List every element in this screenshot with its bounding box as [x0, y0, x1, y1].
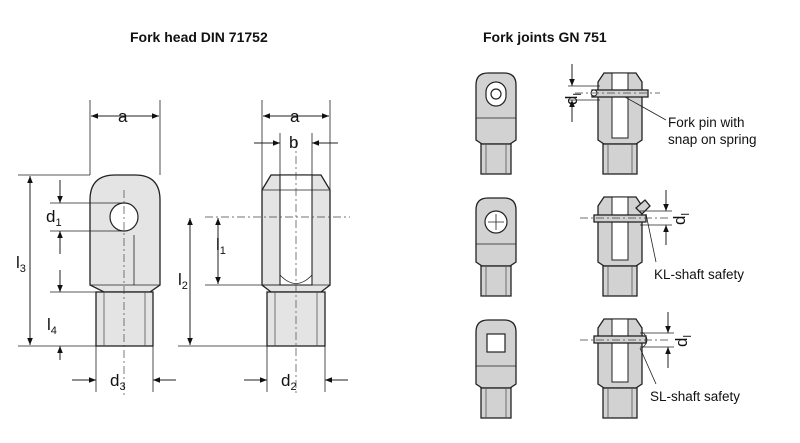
fork-joint-side-3	[580, 318, 670, 419]
dim-dl-1-letter: d	[562, 96, 581, 105]
fork-pin-note-line1: Fork pin with	[668, 115, 745, 130]
dim-l2-sub: 2	[182, 280, 188, 292]
fork-joint-front-2	[475, 197, 517, 297]
dimension-a-left: a	[89, 100, 161, 175]
dim-l4-letter: l	[47, 315, 51, 334]
fork-joints-title: Fork joints GN 751	[483, 29, 607, 45]
dim-l4-label: l4	[47, 315, 57, 337]
dimension-l3: l3	[16, 174, 96, 347]
dim-dl-3-label: dl	[672, 335, 694, 347]
dim-l1-letter: l	[216, 235, 220, 254]
fork-pin-note-line2: snap on spring	[668, 132, 757, 147]
dim-dl-1-sub: l	[572, 93, 584, 95]
dim-d1-sub: 1	[55, 217, 61, 229]
fork-joint-side-1	[575, 72, 660, 175]
sl-shaft-note: SL-shaft safety	[650, 389, 740, 404]
dim-d3-label: d3	[110, 371, 126, 393]
dim-d2-label: d2	[281, 371, 297, 393]
dim-d3-letter: d	[110, 371, 119, 390]
dim-dl-3-letter: d	[672, 338, 691, 347]
fork-head-side-view	[205, 140, 350, 395]
callout-kl-shaft: KL-shaft safety	[645, 213, 744, 282]
dim-a-left-label: a	[118, 107, 128, 126]
fork-joint-side-2	[580, 196, 668, 297]
dim-l3-label: l3	[16, 253, 26, 275]
dim-l1-sub: 1	[220, 245, 226, 257]
dimension-dl-2: dl	[640, 190, 692, 245]
dim-dl-2-letter: d	[670, 216, 689, 225]
fork-joint-front-3	[475, 319, 517, 419]
dim-dl-3-sub: l	[682, 335, 694, 337]
dimension-dl-3: dl	[640, 312, 694, 368]
callout-sl-shaft: SL-shaft safety	[639, 347, 740, 404]
dim-l2-letter: l	[178, 270, 182, 289]
dimension-l1: l1	[205, 218, 280, 286]
callout-fork-pin: Fork pin with snap on spring	[624, 96, 757, 147]
dim-d1-letter: d	[46, 207, 55, 226]
dim-d2-sub: 2	[290, 381, 296, 393]
dim-d1-label: d1	[46, 207, 62, 229]
dimension-d3: d3	[72, 346, 176, 393]
dimension-d1: d1	[46, 180, 124, 254]
dim-l1-label: l1	[216, 235, 226, 257]
dim-l4-sub: 4	[51, 325, 57, 337]
dim-dl-2-label: dl	[670, 213, 692, 225]
dimension-dl-1: dl	[562, 64, 600, 122]
dim-d2-letter: d	[281, 371, 290, 390]
dimension-a-right: a	[261, 100, 331, 190]
dimension-d2: d2	[244, 346, 348, 393]
fork-joint-front-1	[475, 72, 517, 175]
dim-l3-letter: l	[16, 253, 20, 272]
dimension-l2: l2	[178, 218, 267, 347]
dim-dl-2-sub: l	[680, 213, 692, 215]
fork-head-front-view	[89, 174, 161, 395]
dim-l2-label: l2	[178, 270, 188, 292]
dim-dl-1-label: dl	[562, 93, 584, 105]
dimension-b: b	[254, 133, 338, 175]
dimension-l4: l4	[47, 270, 96, 360]
dim-b-label: b	[289, 133, 298, 152]
dim-a-right-label: a	[290, 107, 300, 126]
dim-l3-sub: 3	[20, 263, 26, 275]
kl-shaft-note: KL-shaft safety	[654, 267, 744, 282]
dim-d3-sub: 3	[119, 381, 125, 393]
fork-head-title: Fork head DIN 71752	[130, 29, 268, 45]
